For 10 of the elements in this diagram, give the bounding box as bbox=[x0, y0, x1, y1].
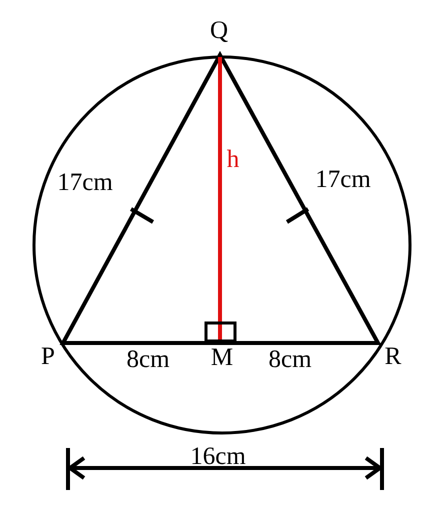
vertex-label: Q bbox=[210, 18, 228, 44]
side-length: 17cm bbox=[315, 167, 371, 193]
segment-length: 8cm bbox=[126, 347, 170, 373]
height-label: h bbox=[226, 147, 240, 173]
side-length: 17cm bbox=[57, 170, 113, 196]
vertex-label: M bbox=[210, 345, 234, 371]
segment-length: 8cm bbox=[268, 347, 312, 373]
vertex-label: R bbox=[384, 344, 402, 370]
dimension-value: 16cm bbox=[190, 444, 246, 470]
vertex-label: P bbox=[41, 344, 55, 370]
